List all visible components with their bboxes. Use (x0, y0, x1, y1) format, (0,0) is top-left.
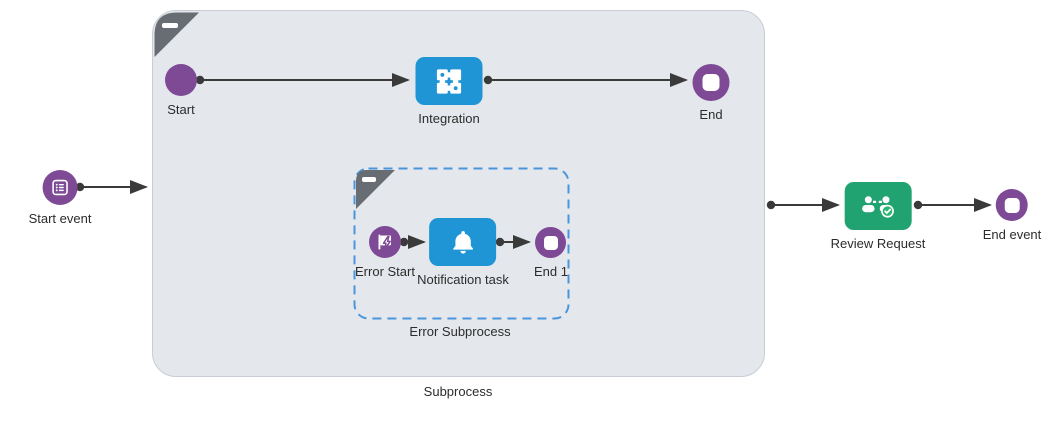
list-note-icon (52, 179, 68, 196)
start-event-label: Start event (28, 211, 92, 226)
end-label: End (699, 107, 723, 122)
end-event-label: End event (982, 227, 1042, 242)
end-1-label: End 1 (534, 264, 568, 279)
notification-task-node[interactable] (429, 218, 497, 266)
minus-icon (162, 23, 178, 28)
connector-subprocess-to-review[interactable] (766, 198, 840, 212)
bell-icon (453, 231, 473, 254)
connector-review-to-end-event[interactable] (913, 198, 992, 212)
error-subprocess-label: Error Subprocess (409, 324, 511, 339)
subprocess-label: Subprocess (423, 384, 493, 399)
error-subprocess-container[interactable] (353, 167, 570, 320)
end-event-node[interactable] (995, 189, 1028, 221)
notification-task-label: Notification task (417, 272, 509, 287)
start-node[interactable] (165, 64, 197, 96)
error-start-label: Error Start (355, 264, 415, 279)
collapse-fold-corner[interactable] (355, 169, 397, 211)
review-request-node[interactable] (844, 182, 912, 230)
integration-task-node[interactable] (415, 57, 483, 105)
minus-icon (362, 177, 376, 182)
puzzle-icon (436, 68, 462, 94)
error-start-node[interactable] (369, 226, 401, 258)
start-label: Start (167, 102, 195, 117)
end-1-node[interactable] (535, 227, 567, 258)
integration-label: Integration (418, 111, 480, 126)
start-event-node[interactable] (42, 170, 78, 205)
end-node[interactable] (692, 64, 730, 101)
users-approval-icon (862, 195, 895, 218)
review-request-label: Review Request (830, 236, 926, 251)
lightning-flag-icon (378, 234, 391, 251)
collapse-fold-corner[interactable] (153, 11, 201, 59)
